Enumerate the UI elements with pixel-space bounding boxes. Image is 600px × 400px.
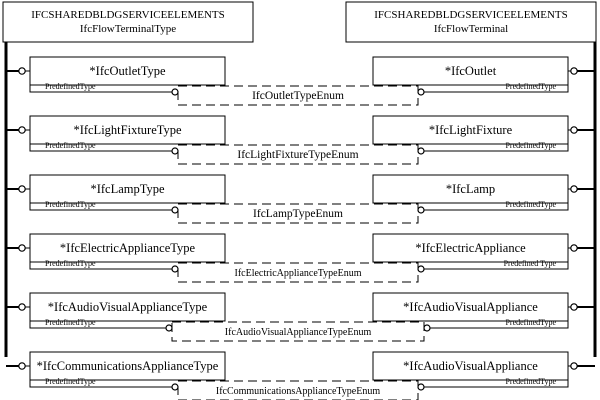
type-entity-name: *IfcLampType — [90, 182, 165, 196]
right-attribute-label: PredefinedType — [505, 82, 556, 91]
left-schema-box[interactable] — [2, 1, 254, 43]
left-attribute-line — [29, 203, 172, 211]
enum-type-box[interactable] — [177, 380, 419, 400]
enum-type-name: IfcElectricApplianceTypeEnum — [234, 268, 361, 279]
type-entity-box[interactable] — [29, 351, 226, 381]
enum-type-box[interactable] — [171, 321, 425, 342]
right-attribute-line — [424, 85, 569, 93]
type-entity-name: *IfcOutletType — [89, 64, 166, 78]
occurrence-entity-box[interactable] — [372, 233, 569, 263]
right-branch-circle-icon — [570, 244, 578, 252]
left-attribute-line — [29, 144, 172, 152]
right-attribute-circle-icon — [417, 265, 425, 273]
right-branch-circle-icon — [570, 126, 578, 134]
left-branch-circle-icon — [18, 244, 26, 252]
occurrence-entity-name: *IfcElectricAppliance — [415, 241, 526, 255]
right-attribute-circle-icon — [417, 206, 425, 214]
type-entity-box[interactable] — [29, 174, 226, 204]
right-branch-circle-icon — [570, 185, 578, 193]
right-attribute-line — [424, 144, 569, 152]
left-branch-circle-icon — [18, 126, 26, 134]
occurrence-entity-name: *IfcLightFixture — [429, 123, 513, 137]
left-attribute-circle-icon — [171, 383, 179, 391]
right-attribute-line — [424, 380, 569, 388]
right-attribute-label: PredefinedType — [505, 200, 556, 209]
type-entity-name: *IfcLightFixtureType — [73, 123, 182, 137]
enum-type-name: IfcCommunicationsApplianceTypeEnum — [216, 386, 380, 397]
left-attribute-line — [29, 380, 172, 388]
enum-type-name: IfcLightFixtureTypeEnum — [237, 149, 358, 161]
left-attribute-label: PredefinedType — [45, 82, 96, 91]
right-attribute-circle-icon — [417, 147, 425, 155]
right-branch-circle-icon — [570, 362, 578, 370]
enum-type-box[interactable] — [177, 85, 419, 106]
occurrence-entity-name: *IfcAudioVisualAppliance — [403, 300, 538, 314]
enum-type-name: IfcOutletTypeEnum — [252, 90, 344, 102]
left-entity-name: IfcFlowTerminalType — [80, 23, 176, 35]
left-attribute-line — [29, 85, 172, 93]
left-branch-circle-icon — [18, 362, 26, 370]
left-branch-circle-icon — [18, 303, 26, 311]
left-attribute-circle-icon — [165, 324, 173, 332]
enum-type-name: IfcAudioVisualApplianceTypeEnum — [225, 327, 372, 338]
right-attribute-label: Predefined Type — [504, 259, 557, 268]
type-entity-box[interactable] — [29, 233, 226, 263]
left-schema-name: IFCSHAREDBLDGSERVICEELEMENTS — [31, 9, 224, 21]
type-entity-box[interactable] — [29, 292, 226, 322]
occurrence-entity-box[interactable] — [372, 174, 569, 204]
enum-type-box[interactable] — [177, 262, 419, 283]
left-attribute-label: PredefinedType — [45, 318, 96, 327]
type-entity-box[interactable] — [29, 56, 226, 86]
occurrence-entity-box[interactable] — [372, 56, 569, 86]
right-attribute-line — [424, 203, 569, 211]
enum-type-box[interactable] — [177, 203, 419, 224]
right-attribute-circle-icon — [417, 88, 425, 96]
occurrence-entity-name: *IfcOutlet — [445, 64, 497, 78]
right-attribute-line — [424, 262, 569, 270]
left-attribute-label: PredefinedType — [45, 377, 96, 386]
occurrence-entity-box[interactable] — [372, 115, 569, 145]
left-attribute-line — [29, 321, 166, 329]
left-attribute-line — [29, 262, 172, 270]
left-attribute-circle-icon — [171, 88, 179, 96]
right-branch-circle-icon — [570, 303, 578, 311]
type-entity-box[interactable] — [29, 115, 226, 145]
enum-type-name: IfcLampTypeEnum — [253, 208, 343, 220]
right-branch-circle-icon — [570, 67, 578, 75]
left-branch-circle-icon — [18, 185, 26, 193]
occurrence-entity-box[interactable] — [372, 292, 569, 322]
left-attribute-circle-icon — [171, 206, 179, 214]
right-attribute-label: PredefinedType — [505, 377, 556, 386]
occurrence-entity-box[interactable] — [372, 351, 569, 381]
type-entity-name: *IfcCommunicationsApplianceType — [37, 359, 219, 373]
right-attribute-label: PredefinedType — [505, 318, 556, 327]
right-attribute-circle-icon — [417, 383, 425, 391]
left-attribute-label: PredefinedType — [45, 259, 96, 268]
left-attribute-circle-icon — [171, 147, 179, 155]
right-attribute-circle-icon — [423, 324, 431, 332]
occurrence-entity-name: *IfcAudioVisualAppliance — [403, 359, 538, 373]
type-entity-name: *IfcElectricApplianceType — [60, 241, 196, 255]
right-attribute-line — [430, 321, 569, 329]
enum-type-box[interactable] — [177, 144, 419, 165]
left-attribute-label: PredefinedType — [45, 141, 96, 150]
right-schema-box[interactable] — [345, 1, 597, 43]
left-attribute-label: PredefinedType — [45, 200, 96, 209]
left-branch-circle-icon — [18, 67, 26, 75]
right-schema-name: IFCSHAREDBLDGSERVICEELEMENTS — [374, 9, 567, 21]
right-attribute-label: PredefinedType — [505, 141, 556, 150]
left-attribute-circle-icon — [171, 265, 179, 273]
right-entity-name: IfcFlowTerminal — [434, 23, 508, 35]
occurrence-entity-name: *IfcLamp — [446, 182, 495, 196]
type-entity-name: *IfcAudioVisualApplianceType — [48, 300, 208, 314]
